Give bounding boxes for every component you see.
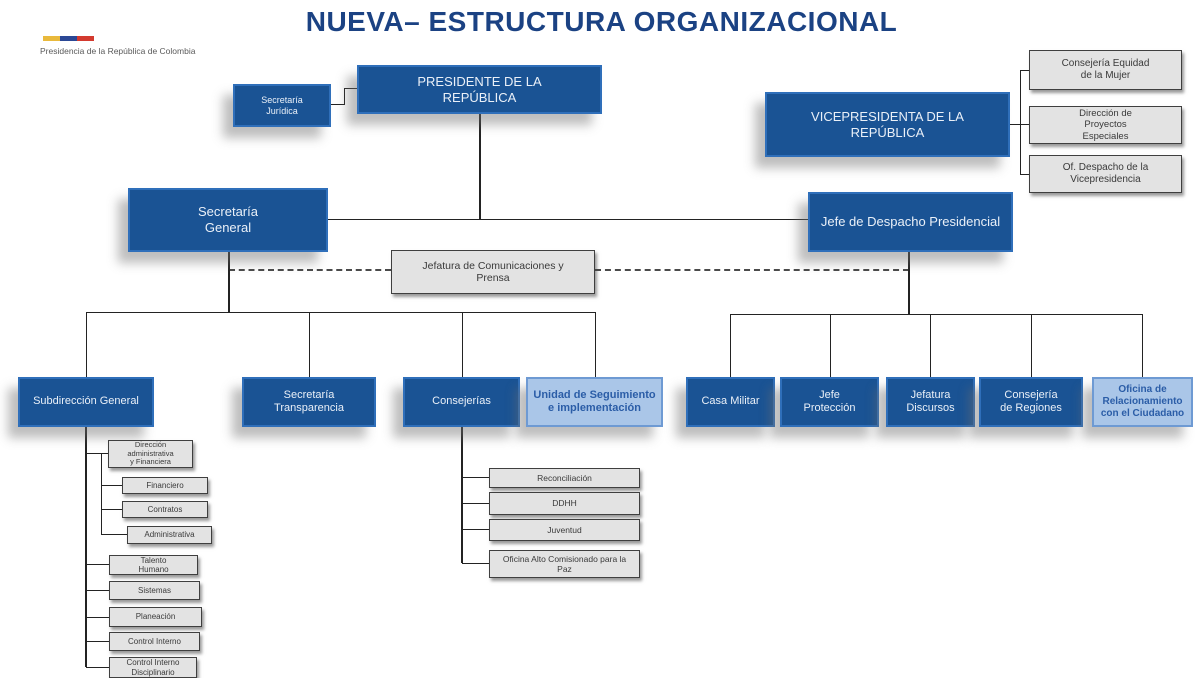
node-contratos: Contratos: [122, 501, 208, 518]
connector-line: [462, 503, 489, 504]
connector-line: [462, 477, 489, 478]
connector-line: [479, 114, 481, 220]
flag-red-stripe: [77, 36, 94, 41]
node-reconciliacion: Reconciliación: [489, 468, 640, 488]
node-direccion-proyectos: Dirección de Proyectos Especiales: [1029, 106, 1182, 144]
dashed-connector-right: [595, 269, 909, 271]
connector-line: [1020, 70, 1021, 175]
connector-line: [730, 314, 1143, 315]
node-planeacion: Planeación: [109, 607, 202, 627]
node-alto-comisionado-paz: Oficina Alto Comisionado para la Paz: [489, 550, 640, 578]
connector-line: [1020, 70, 1029, 71]
node-administrativa: Administrativa: [127, 526, 212, 544]
node-presidente: PRESIDENTE DE LA REPÚBLICA: [357, 65, 602, 114]
node-oficina-relacionamiento: Oficina de Relacionamiento con el Ciudad…: [1092, 377, 1193, 427]
node-secretaria-transparencia: Secretaría Transparencia: [242, 377, 376, 427]
node-despacho-vicepresidencia: Of. Despacho de la Vicepresidencia: [1029, 155, 1182, 193]
colombia-flag-icon: [43, 36, 94, 41]
connector-line: [462, 563, 489, 564]
connector-line: [1020, 174, 1029, 175]
connector-line: [1010, 124, 1029, 125]
connector-line: [86, 641, 109, 642]
connector-line: [1031, 315, 1032, 377]
connector-line: [86, 590, 109, 591]
connector-line: [461, 427, 463, 563]
node-subdireccion-general: Subdirección General: [18, 377, 154, 427]
node-secretaria-general: Secretaría General: [128, 188, 328, 252]
connector-line: [344, 88, 357, 89]
node-control-interno-disciplinario: Control Interno Disciplinario: [109, 657, 197, 678]
flag-blue-stripe: [60, 36, 77, 41]
node-financiero: Financiero: [122, 477, 208, 494]
connector-line: [101, 453, 102, 534]
connector-line: [86, 453, 108, 454]
connector-line: [462, 529, 489, 530]
node-direccion-admin-financiera: Dirección administrativa y Financiera: [108, 440, 193, 468]
connector-line: [331, 104, 345, 105]
node-consejerias: Consejerías: [403, 377, 520, 427]
connector-line: [86, 564, 109, 565]
connector-line: [309, 313, 310, 377]
page-title: NUEVA– ESTRUCTURA ORGANIZACIONAL: [305, 6, 898, 37]
node-jefatura-discursos: Jefatura Discursos: [886, 377, 975, 427]
connector-line: [101, 485, 122, 486]
node-unidad-seguimiento: Unidad de Seguimiento e implementación: [526, 377, 663, 427]
connector-line: [344, 88, 345, 105]
connector-line: [85, 427, 87, 667]
connector-line: [101, 534, 127, 535]
connector-line: [830, 315, 831, 377]
node-jefatura-comunicaciones: Jefatura de Comunicaciones y Prensa: [391, 250, 595, 294]
connector-line: [730, 315, 731, 377]
connector-line: [86, 313, 87, 377]
connector-line: [1142, 315, 1143, 377]
connector-line: [328, 219, 808, 220]
node-consejeria-regiones: Consejería de Regiones: [979, 377, 1083, 427]
node-control-interno: Control Interno: [109, 632, 200, 651]
node-jefe-proteccion: Jefe Protección: [780, 377, 879, 427]
node-ddhh: DDHH: [489, 492, 640, 515]
node-vicepresidenta: VICEPRESIDENTA DE LA REPÚBLICA: [765, 92, 1010, 157]
connector-line: [101, 509, 122, 510]
org-name: Presidencia de la República de Colombia: [40, 46, 196, 56]
node-sistemas: Sistemas: [109, 581, 200, 600]
node-jefe-despacho: Jefe de Despacho Presidencial: [808, 192, 1013, 252]
node-talento-humano: Talento Humano: [109, 555, 198, 575]
connector-line: [86, 667, 109, 668]
dashed-connector-left: [229, 269, 391, 271]
connector-line: [930, 315, 931, 377]
node-casa-militar: Casa Militar: [686, 377, 775, 427]
connector-line: [908, 252, 910, 314]
node-juventud: Juventud: [489, 519, 640, 541]
node-secretaria-juridica: Secretaría Jurídica: [233, 84, 331, 127]
node-consejeria-equidad: Consejería Equidad de la Mujer: [1029, 50, 1182, 90]
connector-line: [462, 313, 463, 377]
flag-yellow-stripe: [43, 36, 60, 41]
connector-line: [595, 313, 596, 377]
connector-line: [228, 252, 230, 312]
connector-line: [86, 312, 596, 313]
connector-line: [86, 617, 109, 618]
